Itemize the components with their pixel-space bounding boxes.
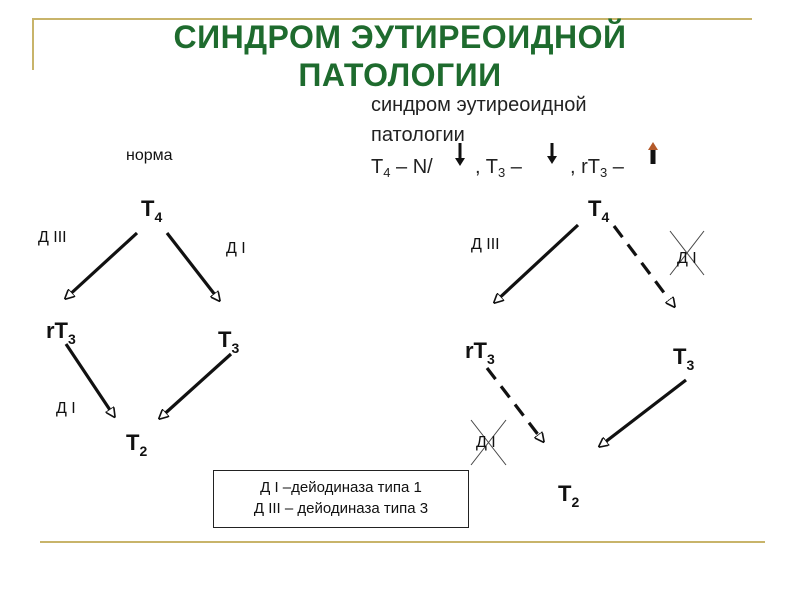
node-t4-left-sub: 4 [154,209,163,225]
node-t3-left-text: T [218,327,232,352]
node-t4-right-sub: 4 [601,209,610,225]
formula-rt3-text: , rT [570,156,600,178]
node-t2-left-sub: 2 [139,443,148,459]
cross-d1-upper [669,230,705,276]
node-t2-right: T2 [558,481,579,510]
title-line-1: СИНДРОМ ЭУТИРЕОИДНОЙ [173,19,627,55]
right-heading: синдром эутиреоидной патологии [371,93,587,147]
formula-arrow-t3-down-icon [547,143,557,164]
label-d3-left: Д III [38,229,67,246]
legend-line-1: Д I –дейодиназа типа 1 [260,479,422,496]
node-t2-left-text: T [126,430,140,455]
formula-t3-sub: 3 [497,165,506,180]
formula-t3-value: – [505,156,522,178]
arrow-t4-to-rt3-right [495,223,580,302]
node-t3-right-text: T [673,344,687,369]
formula-t4-sub: 4 [383,165,391,180]
label-d3-right: Д III [471,236,500,253]
arrow-t4-to-rt3-left [66,231,139,298]
legend-line-2: Д III – дейодиназа типа 3 [253,500,429,517]
arrow-t4-to-t3-right-blocked [612,225,674,306]
formula-rt3: , rT3 – [570,155,624,185]
node-t3-left: T3 [218,327,239,356]
node-t2-right-text: T [558,481,572,506]
left-vertical-rule [32,18,34,70]
page-title: СИНДРОМ ЭУТИРЕОИДНОЙ ПАТОЛОГИИ [0,18,800,94]
node-t2-right-sub: 2 [571,494,580,510]
arrow-t3-to-t2-left [160,352,233,418]
right-heading-line-1: синдром эутиреоидной [371,94,587,116]
node-rt3-left: rT3 [46,318,76,347]
arrow-rt3-to-t2-left [64,343,114,416]
right-heading-line-2: патологии [371,124,465,146]
formula-t4-value: – N/ [390,156,433,178]
arrow-t4-to-t3-left [165,232,219,300]
label-d1-left: Д I [226,240,246,257]
legend-box: Д I –дейодиназа типа 1 Д III – дейодиназ… [213,470,469,528]
node-t4-right: T4 [588,196,609,225]
node-t2-left: T2 [126,430,147,459]
formula-arrow-t4-down-icon [455,143,465,166]
caption-norm: норма [126,147,173,164]
formula-rt3-sub: 3 [600,165,608,180]
node-rt3-left-text: rT [46,318,68,343]
node-rt3-left-sub: 3 [68,331,76,347]
cross-d1-lower [470,419,507,466]
label-d1-lower-right: Д I [476,434,496,451]
node-t4-left-text: T [141,196,155,221]
node-t4-left: T4 [141,196,162,225]
bottom-rule [40,541,765,543]
formula-arrow-rt3-up-icon [648,142,658,164]
formula-t3: , T3 – [475,155,522,185]
top-rule [32,18,752,20]
node-t3-right: T3 [673,344,694,373]
node-rt3-right-text: rT [465,338,487,363]
formula-t4-text: T [371,156,384,178]
title-line-2: ПАТОЛОГИИ [298,57,502,93]
label-d1-right: Д I [677,250,697,267]
arrow-t3-to-t2-right [600,378,687,446]
formula-t4: T4 – N/ [371,155,433,185]
node-rt3-right: rT3 [465,338,495,367]
formula-rt3-value: – [607,156,624,178]
node-t3-right-sub: 3 [686,357,695,373]
node-t4-right-text: T [588,196,602,221]
arrow-rt3-to-t2-right-blocked [485,367,543,441]
node-t3-left-sub: 3 [231,340,240,356]
label-d1-lower-left: Д I [56,400,76,417]
formula-t3-text: , T [475,156,498,178]
node-rt3-right-sub: 3 [487,351,495,367]
